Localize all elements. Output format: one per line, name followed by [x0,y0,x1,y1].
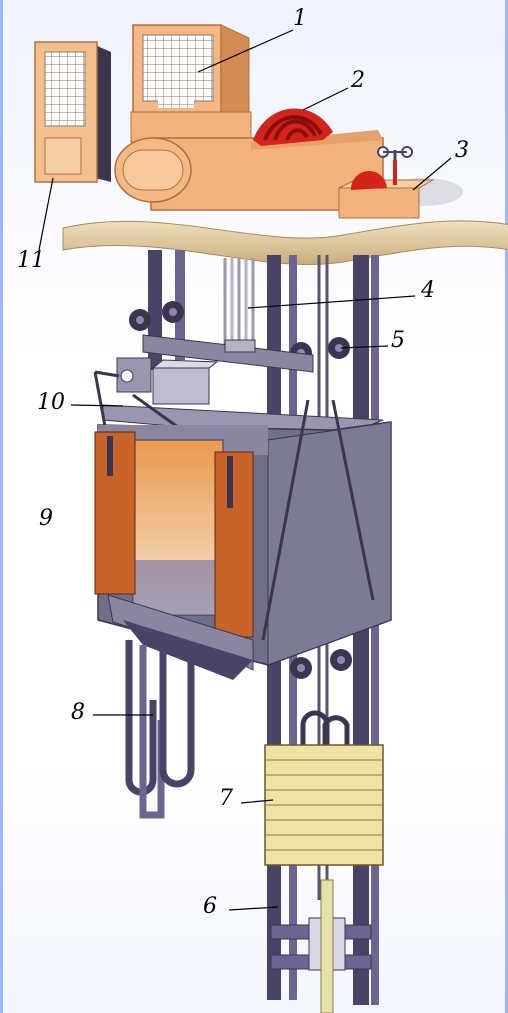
label-6: 6 [203,894,217,919]
label-2: 2 [351,68,365,93]
winch-machine [114,24,384,211]
travelling-cable [125,640,195,819]
elevator-illustration [34,24,508,1013]
leader-lines [38,29,452,911]
label-1: 1 [293,6,307,31]
label-5: 5 [391,328,405,353]
elevator-cab [94,421,392,680]
label-4: 4 [421,278,435,303]
counterweight [264,710,384,866]
machine-room-floor [62,220,508,265]
label-10: 10 [37,390,65,415]
cab-ropes [261,399,375,641]
label-7: 7 [219,786,233,811]
label-8: 8 [71,700,85,725]
control-cabinet [34,41,111,183]
label-9: 9 [39,506,53,531]
tension-device [270,879,372,1013]
speed-limiter [338,146,463,219]
label-3: 3 [455,138,469,163]
label-11: 11 [17,248,45,273]
traction-sheave [253,108,333,146]
